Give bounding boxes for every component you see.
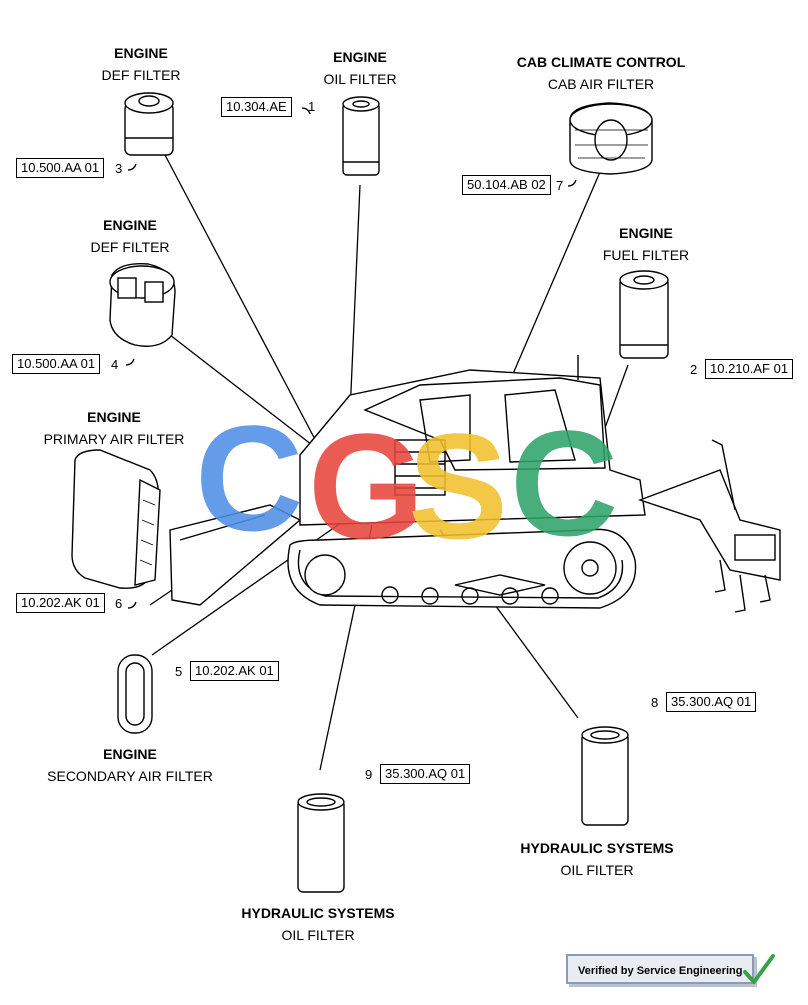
checkmark-icon	[743, 954, 775, 984]
caption-part-9: HYDRAULIC SYSTEMS OIL FILTER	[208, 902, 428, 946]
cab-air-filter-7-drawing	[569, 102, 653, 175]
system-label: ENGINE	[333, 49, 387, 65]
part-name: DEF FILTER	[90, 239, 170, 255]
hydraulic-filter-9-drawing	[297, 793, 345, 893]
caption-part-7: CAB CLIMATE CONTROL CAB AIR FILTER	[491, 51, 711, 95]
ref-code-3[interactable]: 10.500.AA 01	[16, 158, 105, 178]
callout-number-6: 6	[115, 596, 123, 611]
system-label: ENGINE	[87, 409, 141, 425]
part-name: OIL FILTER	[560, 862, 634, 878]
part-name: DEF FILTER	[101, 67, 181, 83]
watermark-logo: C G S C	[195, 394, 618, 570]
callout-number-1: 1	[308, 99, 316, 114]
part-name: OIL FILTER	[281, 927, 355, 943]
ref-code-2[interactable]: 10.210.AF 01	[705, 359, 794, 379]
verified-label: Verified by Service Engineering	[578, 965, 743, 977]
system-label: ENGINE	[619, 225, 673, 241]
caption-part-2: ENGINE FUEL FILTER	[536, 222, 756, 266]
caption-part-4: ENGINE DEF FILTER	[20, 214, 240, 258]
system-label: ENGINE	[103, 746, 157, 762]
part-name: FUEL FILTER	[602, 247, 690, 263]
part-name: PRIMARY AIR FILTER	[43, 431, 185, 447]
callout-number-8: 8	[651, 695, 659, 710]
part-name: OIL FILTER	[323, 71, 397, 87]
callout-number-2: 2	[690, 362, 698, 377]
system-label: HYDRAULIC SYSTEMS	[241, 905, 395, 921]
system-label: ENGINE	[114, 45, 168, 61]
callout-number-7: 7	[556, 178, 564, 193]
ref-code-9[interactable]: 35.300.AQ 01	[380, 764, 471, 784]
caption-part-1: ENGINE OIL FILTER	[250, 46, 470, 90]
watermark-letter-s: S	[408, 402, 508, 570]
watermark-letter-c1: C	[195, 394, 303, 562]
ref-code-7[interactable]: 50.104.AB 02	[462, 175, 551, 195]
callout-number-4: 4	[111, 357, 119, 372]
secondary-air-filter-5-drawing	[117, 654, 153, 734]
part-name: SECONDARY AIR FILTER	[47, 768, 213, 784]
watermark-letter-g: G	[308, 402, 425, 570]
ref-code-8[interactable]: 35.300.AQ 01	[666, 692, 757, 712]
system-label: ENGINE	[103, 217, 157, 233]
fuel-filter-2-drawing	[619, 270, 669, 359]
caption-part-3: ENGINE DEF FILTER	[31, 42, 251, 86]
primary-air-filter-6-drawing	[71, 449, 161, 589]
system-label: HYDRAULIC SYSTEMS	[520, 840, 674, 856]
callout-number-5: 5	[175, 664, 183, 679]
leader-line-3	[164, 154, 319, 446]
callout-number-3: 3	[115, 161, 123, 176]
leader-line-4	[169, 334, 326, 456]
bulldozer-illustration	[169, 355, 781, 613]
ref-code-1[interactable]: 10.304.AE	[221, 97, 292, 117]
watermark-letter-c2: C	[510, 399, 618, 567]
part-name: CAB AIR FILTER	[547, 76, 655, 92]
caption-part-6: ENGINE PRIMARY AIR FILTER	[4, 406, 224, 450]
caption-part-8: HYDRAULIC SYSTEMS OIL FILTER	[487, 837, 707, 881]
def-filter-3-drawing	[124, 92, 174, 156]
ref-code-6[interactable]: 10.202.AK 01	[16, 593, 105, 613]
hydraulic-filter-8-drawing	[581, 726, 629, 826]
verified-stamp: Verified by Service Engineering	[566, 954, 754, 984]
ref-code-4[interactable]: 10.500.AA 01	[12, 354, 101, 374]
callout-number-9: 9	[365, 767, 373, 782]
def-filter-4-drawing	[109, 263, 176, 347]
system-label: CAB CLIMATE CONTROL	[516, 54, 686, 70]
oil-filter-1-drawing	[342, 96, 380, 176]
ref-code-5[interactable]: 10.202.AK 01	[190, 661, 279, 681]
caption-part-5: ENGINE SECONDARY AIR FILTER	[20, 743, 240, 787]
